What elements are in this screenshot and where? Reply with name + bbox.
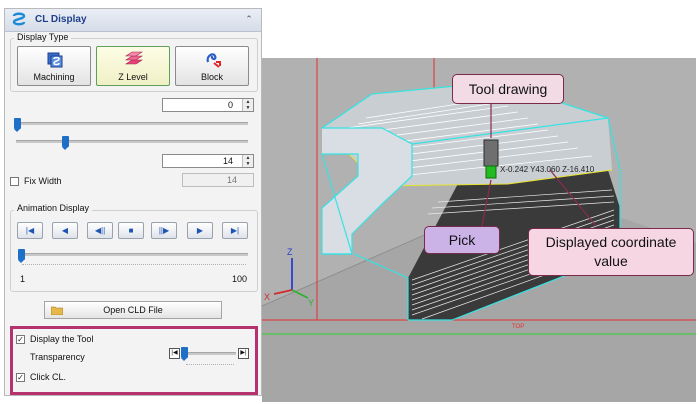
coordinate-text-line2: value xyxy=(594,253,628,269)
tool-body xyxy=(483,139,499,167)
stop-button[interactable]: ■ xyxy=(118,222,144,239)
panel-header: CL Display ⌃ xyxy=(5,9,261,32)
slider-b-track[interactable] xyxy=(16,140,248,143)
pick-leader xyxy=(481,179,492,227)
slider-a-thumb[interactable] xyxy=(14,118,21,132)
open-cld-file-button[interactable]: Open CLD File xyxy=(44,301,222,319)
coordinate-leader xyxy=(549,169,597,227)
animation-ticks xyxy=(22,264,246,266)
start-value: 0 xyxy=(227,100,233,110)
step-back-button[interactable]: ◀ xyxy=(52,222,78,239)
click-cl-label: Click CL. xyxy=(30,372,67,382)
part-front-face xyxy=(322,128,412,254)
transparency-thumb[interactable] xyxy=(181,347,188,361)
display-tool-label: Display the Tool xyxy=(30,334,94,344)
first-frame-button[interactable]: |◀ xyxy=(17,222,43,239)
spin-arrows-icon[interactable]: ▲▼ xyxy=(242,155,253,167)
first-frame-icon: |◀ xyxy=(25,226,35,235)
open-cld-label: Open CLD File xyxy=(103,305,163,315)
play-step-button[interactable]: ||▶ xyxy=(151,222,177,239)
spin-arrows-icon[interactable]: ▲▼ xyxy=(242,99,253,111)
z-level-label: Z Level xyxy=(118,72,148,82)
reverse-play-button[interactable]: ◀|| xyxy=(87,222,113,239)
animation-max-label: 100 xyxy=(232,274,248,284)
play-icon: ▶ xyxy=(196,226,204,235)
machining-button[interactable]: Machining xyxy=(17,46,91,86)
tool-drawing-callout: Tool drawing xyxy=(452,74,564,104)
axis-y-label: Y xyxy=(308,298,314,308)
reverse-play-icon: ◀|| xyxy=(94,226,106,235)
click-cl-checkbox[interactable]: ✓ xyxy=(16,373,25,382)
end-value-spinbox[interactable]: 14 ▲▼ xyxy=(162,154,254,168)
folder-icon xyxy=(51,306,63,315)
slider-b-thumb[interactable] xyxy=(62,136,69,150)
axis-z-label: Z xyxy=(287,247,293,257)
transparency-ticks xyxy=(186,364,234,366)
play-step-icon: ||▶ xyxy=(158,226,170,235)
animation-slider-track[interactable] xyxy=(20,253,248,256)
fix-width-checkbox[interactable] xyxy=(10,177,19,186)
animation-group xyxy=(10,210,258,292)
z-level-button[interactable]: Z Level xyxy=(96,46,170,86)
stop-icon: ■ xyxy=(128,226,134,235)
axis-triad xyxy=(273,258,309,299)
transparency-max-button[interactable]: ▶| xyxy=(238,348,249,359)
axis-x-label: X xyxy=(264,292,270,302)
animation-label: Animation Display xyxy=(14,203,93,213)
step-back-icon: ◀ xyxy=(61,226,69,235)
tool-tip xyxy=(485,165,497,179)
display-tool-checkbox[interactable]: ✓ xyxy=(16,335,25,344)
tool-drawing-text: Tool drawing xyxy=(468,81,548,97)
transparency-min-button[interactable]: |◀ xyxy=(169,348,180,359)
part-cyan-edges xyxy=(321,81,621,321)
coordinate-readout: X-0.242 Y43.060 Z-16.410 xyxy=(500,165,595,174)
block-button[interactable]: Block xyxy=(175,46,249,86)
toolpath-lines-side xyxy=(411,189,615,320)
end-value: 14 xyxy=(222,156,233,166)
block-icon xyxy=(206,53,221,68)
z-level-icon xyxy=(125,51,143,65)
3d-viewport[interactable]: Z X Y X-0.242 Y43.060 Z-16.410 TOP xyxy=(262,58,696,402)
collapse-chevron-icon[interactable]: ⌃ xyxy=(245,14,253,24)
last-frame-icon: ▶| xyxy=(230,226,240,235)
start-value-spinbox[interactable]: 0 ▲▼ xyxy=(162,98,254,112)
coordinate-callout: Displayed coordinate value xyxy=(528,228,694,276)
transparency-label: Transparency xyxy=(30,352,85,362)
pick-text: Pick xyxy=(448,232,476,248)
display-type-group xyxy=(10,38,258,92)
fix-width-field[interactable]: 14 xyxy=(182,173,254,187)
machining-label: Machining xyxy=(33,72,75,82)
fix-width-value: 14 xyxy=(226,175,237,185)
pick-callout: Pick xyxy=(424,226,500,254)
machining-icon xyxy=(47,52,63,68)
animation-slider-thumb[interactable] xyxy=(18,249,25,263)
play-button[interactable]: ▶ xyxy=(187,222,213,239)
animation-min-label: 1 xyxy=(20,274,26,284)
panel-title: CL Display xyxy=(35,14,87,25)
coordinate-text-line1: Displayed coordinate xyxy=(545,234,677,250)
transparency-track[interactable] xyxy=(182,352,236,355)
cl-display-logo-icon xyxy=(12,12,26,26)
fix-width-label: Fix Width xyxy=(24,176,62,186)
display-type-label: Display Type xyxy=(14,32,72,42)
block-label: Block xyxy=(200,72,223,82)
toolpath-scene: Z X Y X-0.242 Y43.060 Z-16.410 TOP xyxy=(262,58,696,402)
tool-display-highlight xyxy=(10,326,258,395)
slider-a-track[interactable] xyxy=(16,122,248,125)
top-view-label: TOP xyxy=(512,324,524,330)
last-frame-button[interactable]: ▶| xyxy=(222,222,248,239)
